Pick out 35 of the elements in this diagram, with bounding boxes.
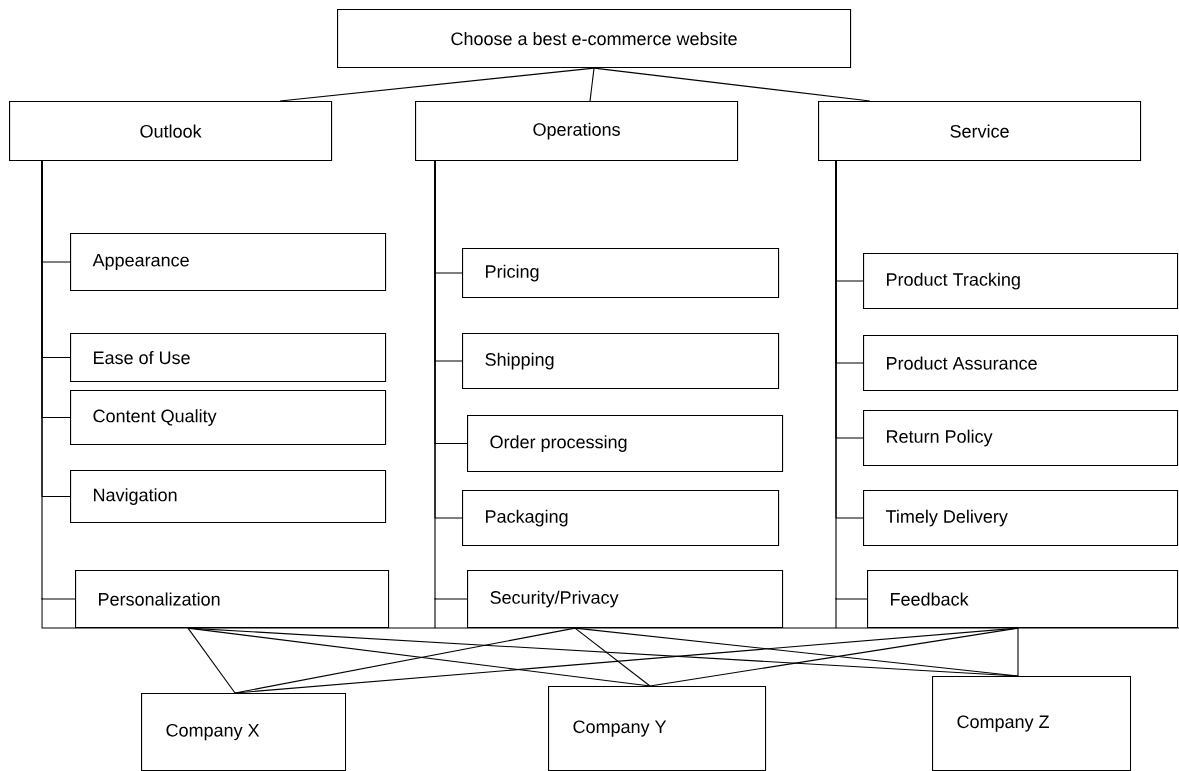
- connector-line: [187, 627, 236, 694]
- category-box: Operations: [415, 101, 739, 162]
- category-box: Outlook: [9, 101, 333, 162]
- criterion-box: Product Assurance: [863, 335, 1179, 392]
- criterion-box: Navigation: [70, 470, 387, 524]
- connector-line: [41, 160, 76, 600]
- connector-line: [234, 627, 1019, 694]
- criterion-box: Pricing: [462, 248, 780, 299]
- criterion-box: Content Quality: [70, 390, 387, 446]
- criterion-box: Return Policy: [863, 410, 1179, 467]
- connector-line: [279, 67, 595, 102]
- criterion-box: Appearance: [70, 233, 387, 292]
- criterion-box: Personalization: [75, 570, 390, 629]
- criterion-box: Product Tracking: [863, 253, 1179, 310]
- connector-line: [1017, 627, 1019, 677]
- connector-line: [835, 160, 868, 600]
- connector-line: [574, 627, 1019, 677]
- title-box: Choose a best e-commerce website: [337, 9, 852, 69]
- criterion-box: Order processing: [467, 415, 784, 473]
- alternative-box: Company X: [141, 693, 347, 771]
- connector-line: [649, 627, 1019, 687]
- criterion-box: Packaging: [462, 490, 780, 547]
- criterion-box: Ease of Use: [70, 333, 387, 383]
- alternative-box: Company Y: [548, 686, 767, 771]
- connector-line: [434, 160, 468, 600]
- criterion-box: Shipping: [462, 333, 780, 390]
- category-box: Service: [818, 101, 1142, 162]
- criterion-box: Security/Privacy: [467, 570, 784, 629]
- alternative-box: Company Z: [932, 676, 1132, 771]
- connector-line: [574, 627, 651, 687]
- connector-line: [589, 67, 595, 102]
- criterion-box: Timely Delivery: [863, 490, 1179, 547]
- connector-line: [187, 627, 1019, 677]
- connector-line: [593, 67, 871, 102]
- criterion-box: Feedback: [867, 570, 1179, 629]
